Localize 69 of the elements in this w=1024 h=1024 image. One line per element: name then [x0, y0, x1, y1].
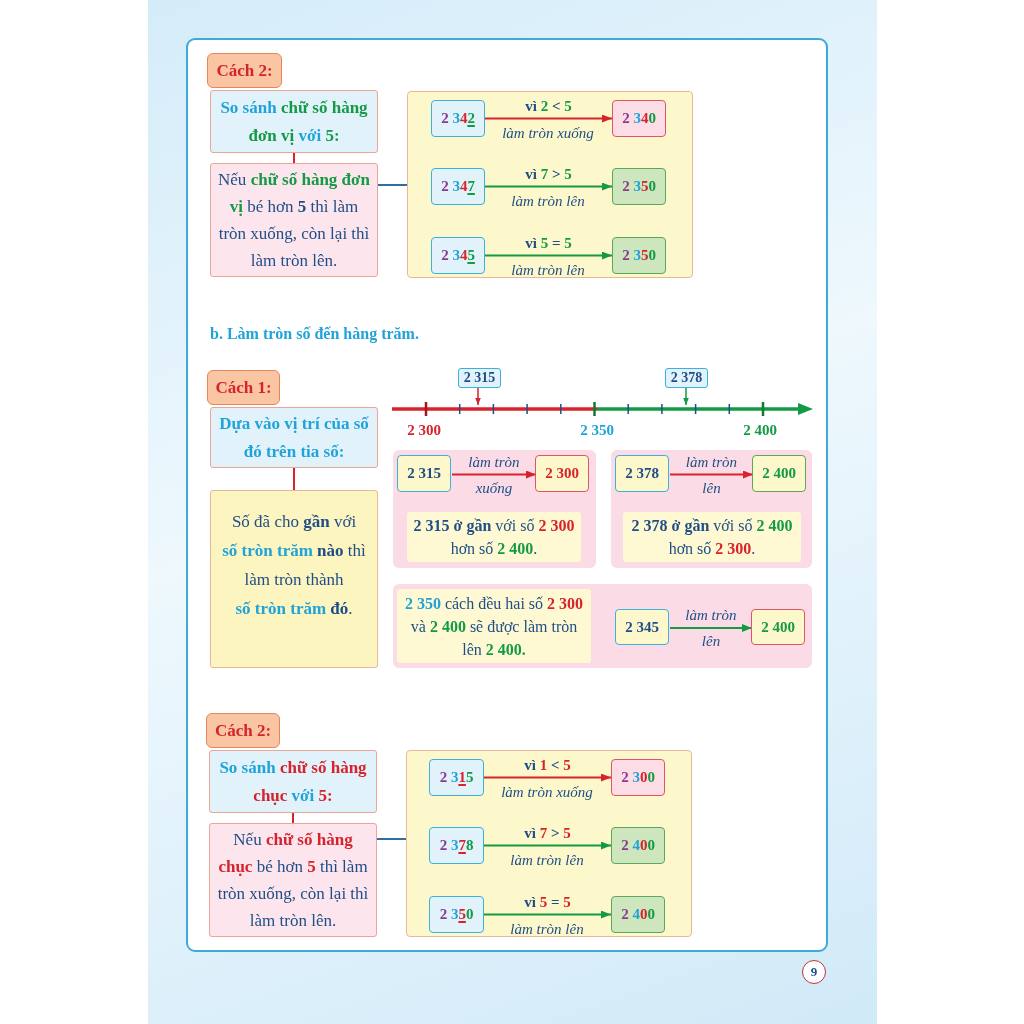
method-tag: Cách 2:: [206, 713, 280, 748]
tick-label: 2 350: [580, 421, 614, 439]
number-callout: 2 378: [665, 368, 708, 388]
arrow: [484, 182, 613, 191]
number-callout: 2 315: [458, 368, 501, 388]
note-box: 2 350 cách đều hai số 2 300 và 2 400 sẽ được làm tròn lên 2 400.: [397, 589, 591, 663]
arrow: [475, 387, 481, 406]
tick-label: 2 300: [407, 421, 441, 439]
number-box: 2 400: [611, 827, 665, 864]
note-box: 2 378 ở gần với số 2 400 hơn số 2 300.: [623, 512, 801, 562]
arrow-caption: làm tròn lên: [510, 920, 584, 938]
example-panel: [393, 450, 596, 568]
edge-label: làm tròn lên: [684, 606, 738, 651]
arrow: [484, 114, 613, 123]
edge-label: vì 5 = 5: [525, 233, 572, 252]
tick-label: 2 400: [743, 421, 777, 439]
arrow-caption: làm tròn xuống: [502, 124, 594, 142]
arrow-caption: làm tròn lên: [511, 192, 585, 210]
number-box: 2 350: [612, 168, 666, 205]
number-box: 2 345: [615, 609, 669, 645]
edge-label: vì 2 < 5: [525, 96, 572, 115]
arrow: [669, 470, 754, 479]
arrow: [483, 910, 612, 919]
number-box: 2 300: [611, 759, 665, 796]
method-tag: Cách 1:: [207, 370, 280, 405]
heading-box: So sánh chữ số hàng chục với 5:: [209, 750, 377, 813]
arrow: [451, 470, 537, 479]
arrow: [483, 773, 612, 782]
number-box: 2 342: [431, 100, 485, 137]
number-box: 2 350: [429, 896, 484, 933]
arrow-caption: làm tròn xuống: [501, 783, 593, 801]
arrow-caption: làm tròn lên: [510, 851, 584, 869]
connector-line: [292, 812, 294, 824]
number-box: 2 315: [429, 759, 484, 796]
method-tag: Cách 2:: [207, 53, 282, 88]
number-box: 2 345: [431, 237, 485, 274]
edge-label: vì 1 < 5: [524, 755, 571, 774]
number-box: 2 350: [612, 237, 666, 274]
connector-line: [377, 184, 408, 186]
number-box: 2 378: [615, 455, 669, 492]
number-box: 2 315: [397, 455, 451, 492]
arrow: [483, 841, 612, 850]
number-box: 2 347: [431, 168, 485, 205]
note-box: 2 315 ở gần với số 2 300 hơn số 2 400.: [407, 512, 581, 562]
number-box: 2 400: [611, 896, 665, 933]
edge-label: vì 7 > 5: [524, 823, 571, 842]
heading-box: So sánh chữ số hàng đơn vị với 5:: [210, 90, 378, 153]
heading-box: Dựa vào vị trí của số đó trên tia số:: [210, 407, 378, 468]
edge-label: vì 7 > 5: [525, 164, 572, 183]
edge-label: làm tròn lên: [684, 452, 739, 498]
example-panel: [393, 584, 812, 668]
arrow-caption: làm tròn lên: [511, 261, 585, 279]
arrow: [484, 251, 613, 260]
connector-line: [293, 467, 295, 491]
connector-line: [376, 838, 407, 840]
example-panel: [611, 450, 812, 568]
example-panel: [406, 750, 692, 937]
edge-label: làm tròn xuống: [467, 452, 521, 498]
section-heading: b. Làm tròn số đến hàng trăm.: [210, 324, 419, 344]
edge-label: vì 5 = 5: [524, 892, 571, 911]
connector-line: [293, 152, 295, 164]
number-box: 2 378: [429, 827, 484, 864]
example-panel: [407, 91, 693, 278]
arrow: [683, 387, 689, 406]
arrow: [669, 624, 753, 632]
number-box: 2 300: [535, 455, 589, 492]
number-box: 2 400: [752, 455, 806, 492]
number-box: 2 340: [612, 100, 666, 137]
number-box: 2 400: [751, 609, 805, 645]
